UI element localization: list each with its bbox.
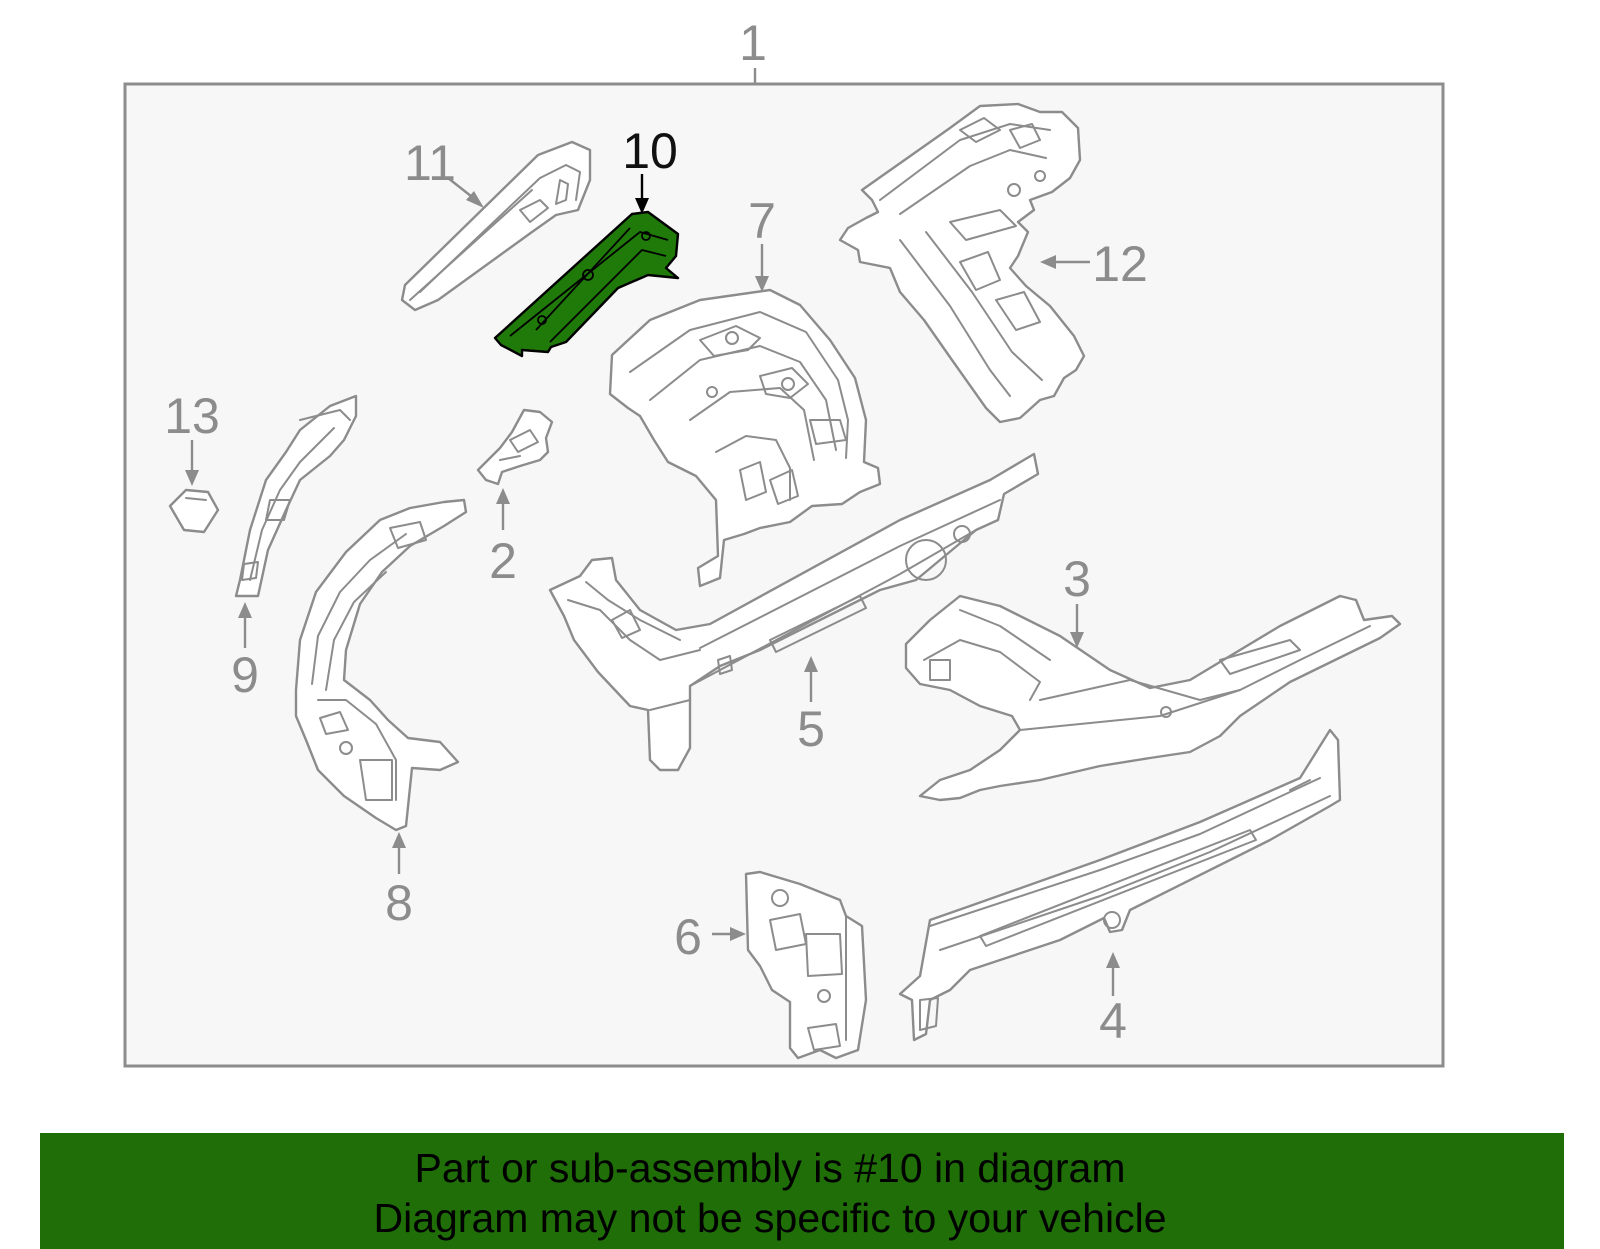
info-banner: Part or sub-assembly is #10 in diagram D… <box>40 1133 1564 1249</box>
callout-10[interactable]: 10 <box>622 123 678 179</box>
callout-6-arrowhead <box>730 927 746 941</box>
callout-8[interactable]: 8 <box>385 875 413 931</box>
callout-4-arrowhead <box>1106 952 1120 968</box>
callout-8-arrowhead <box>392 832 406 848</box>
callout-7-arrowhead <box>755 276 769 292</box>
banner-line-1: Part or sub-assembly is #10 in diagram <box>414 1145 1126 1191</box>
callout-5-arrowhead <box>804 656 818 672</box>
part-5[interactable] <box>548 452 1040 772</box>
callout-5[interactable]: 5 <box>797 701 825 757</box>
part-10[interactable] <box>493 210 680 358</box>
part-8[interactable] <box>294 498 468 832</box>
callout-12-arrowhead <box>1040 255 1056 269</box>
part-4[interactable] <box>898 728 1342 1042</box>
callout-10-arrowhead <box>635 198 649 214</box>
part-6[interactable] <box>744 870 868 1060</box>
callout-7[interactable]: 7 <box>748 193 776 249</box>
callout-3[interactable]: 3 <box>1063 551 1091 607</box>
callout-1: 1 <box>739 15 767 71</box>
callout-13-arrowhead <box>185 470 199 486</box>
callout-3-arrowhead <box>1070 632 1084 648</box>
part-13[interactable] <box>168 488 220 534</box>
part-2[interactable] <box>476 408 554 486</box>
part-11[interactable] <box>400 140 592 312</box>
part-3[interactable] <box>904 594 1402 802</box>
callout-11-arrowhead <box>466 191 484 208</box>
callout-12[interactable]: 12 <box>1092 236 1148 292</box>
callout-2-arrowhead <box>496 488 510 504</box>
callout-13[interactable]: 13 <box>164 388 220 444</box>
callout-9-arrowhead <box>238 602 252 618</box>
banner-line-2: Diagram may not be specific to your vehi… <box>373 1195 1167 1241</box>
part-12[interactable] <box>838 102 1086 424</box>
callout-6[interactable]: 6 <box>674 909 702 965</box>
part-7[interactable] <box>608 288 882 588</box>
part-9[interactable] <box>234 394 358 598</box>
callout-4[interactable]: 4 <box>1099 993 1127 1049</box>
callout-2[interactable]: 2 <box>489 533 517 589</box>
callout-9[interactable]: 9 <box>231 647 259 703</box>
callout-11[interactable]: 11 <box>404 135 456 191</box>
